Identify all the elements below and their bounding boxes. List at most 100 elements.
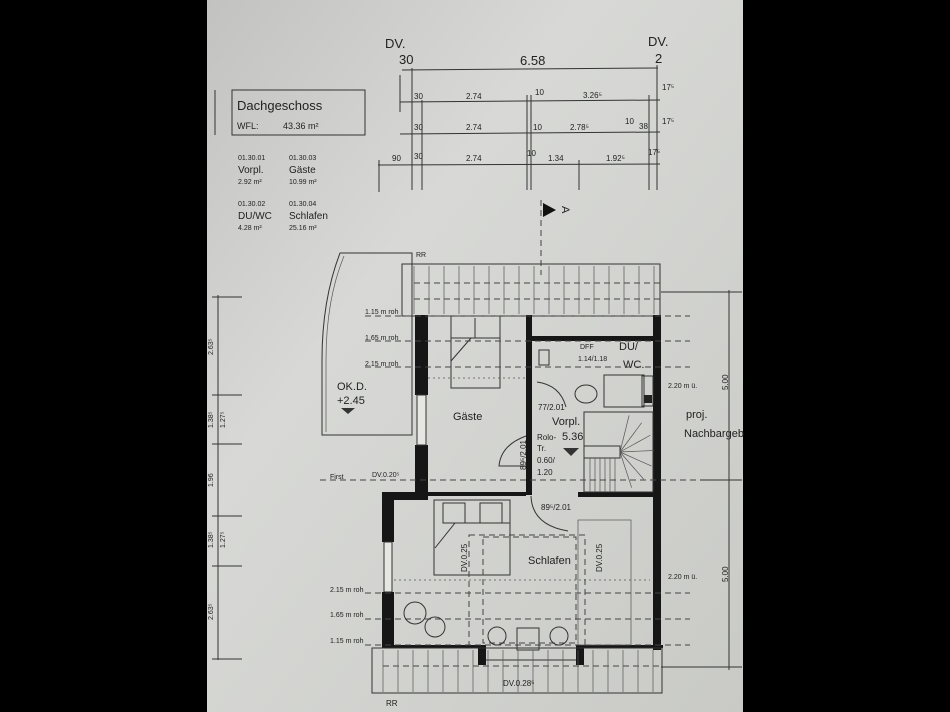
okd-label: OK.D. <box>337 381 367 393</box>
stair-tread <box>619 451 644 480</box>
room-area: 25.16 m² <box>289 225 317 232</box>
chair-icon <box>487 626 507 646</box>
chair-icon <box>549 626 569 646</box>
dim-label: 2.74 <box>466 92 482 101</box>
shower-icon <box>603 374 645 408</box>
right-dimensions: 5.00 5.00 <box>661 290 742 670</box>
dv-label: DV.0.25 <box>595 543 604 572</box>
dim-label: 1.27⁵ <box>220 531 227 548</box>
room-name: Vorpl. <box>238 165 264 176</box>
rolo-label: 0.60/ <box>537 456 556 465</box>
dv-label: DV.0.28⁵ <box>503 679 535 688</box>
stair-tread <box>619 450 654 453</box>
top-dimensions: DV. 30 6.58 DV. 2 30 2.74 10 3.26⁵ 17⁵ 3… <box>377 34 674 192</box>
dim-label: 90 <box>392 154 401 163</box>
room-name: Gäste <box>289 165 316 176</box>
dim-label: 30 <box>399 52 413 67</box>
dim-label: 5.00 <box>721 566 730 582</box>
dim-label: 2.74 <box>466 154 482 163</box>
dim-label: 38 <box>639 122 648 131</box>
schlafen-room: 89⁵/2.01 Schlafen DV.0.25 DV.0.25 <box>403 495 632 651</box>
room-label-gaeste: Gäste <box>453 411 482 423</box>
room-name: DU/WC <box>238 211 272 222</box>
wc-label: WC. <box>623 359 644 371</box>
dv-label: DV.0.25 <box>460 543 469 572</box>
room-id: 01.30.02 <box>238 201 265 208</box>
section-marker: A <box>540 200 571 275</box>
dim-label: 30 <box>414 152 423 161</box>
dim-label: 1.27⁵ <box>220 411 227 428</box>
plant-icon <box>403 601 427 625</box>
room-name: Schlafen <box>289 211 328 222</box>
washbasin-icon <box>574 384 598 404</box>
stair-tread <box>619 434 651 453</box>
dim-label: 2.74 <box>466 123 482 132</box>
room-id: 01.30.01 <box>238 155 265 162</box>
dim-label: 1.38⁵ <box>208 411 215 428</box>
dim-label: 1.38⁵ <box>208 531 215 548</box>
height-label: 1.65 m roh <box>330 612 364 619</box>
dim-label: 2.63⁵ <box>208 338 215 355</box>
dim-label: DV. <box>648 34 668 49</box>
dim-label: 2.63⁵ <box>208 603 215 620</box>
left-balcony: OK.D. +2.45 <box>321 252 413 436</box>
dim-label: 30 <box>414 92 423 101</box>
dff-label: DFF <box>580 344 594 351</box>
room-id: 01.30.03 <box>289 155 316 162</box>
room-list: 01.30.01 Vorpl. 2.92 m² 01.30.03 Gäste 1… <box>238 155 328 232</box>
du-label: DU/ <box>619 341 639 353</box>
room-label-vorpl: Vorpl. <box>552 416 580 428</box>
dim-label: 10 <box>533 123 542 132</box>
level-value: 5.36 <box>562 431 583 443</box>
height-lines: 1.15 m roh 1.65 m roh 2.15 m roh First D… <box>320 309 744 646</box>
dim-label: 2 <box>655 51 662 66</box>
door-swing <box>498 435 527 467</box>
dim-label: 10 <box>625 117 634 126</box>
section-arrow-icon <box>543 203 556 217</box>
height-label: 2.15 m roh <box>365 361 399 368</box>
height-label: 2.15 m roh <box>330 587 364 594</box>
rolo-label: 1.20 <box>537 468 553 477</box>
toilet-icon <box>538 349 550 366</box>
room-area: 4.28 m² <box>238 225 262 232</box>
wfl-label: WFL: <box>237 121 259 131</box>
rr-label: RR <box>386 699 398 708</box>
dim-label: 30 <box>414 123 423 132</box>
room-area: 10.99 m² <box>289 179 317 186</box>
dim-label: 1.96 <box>208 473 215 487</box>
wfl-value: 43.36 m² <box>283 121 319 131</box>
vorplatz: Vorpl. Rolo- Tr. 0.60/ 1.20 5.36 89⁵/2.0… <box>498 416 583 477</box>
door-label: 89⁵/2.01 <box>541 503 572 512</box>
rr-label: RR <box>416 252 426 259</box>
dim-label: 1.92⁵ <box>606 154 625 163</box>
dim-label: 1.34 <box>548 154 564 163</box>
staircase <box>583 411 654 493</box>
dim-label: 6.58 <box>520 53 545 68</box>
height-label: 2.20 m ü. <box>668 574 697 581</box>
dim-label: 3.26⁵ <box>583 91 602 100</box>
rolo-label: Rolo- <box>537 433 556 442</box>
plant-icon <box>424 616 446 638</box>
stair-tread <box>619 415 630 453</box>
door-label: 89⁵/2.01 <box>519 439 528 470</box>
dim-label: DV. <box>385 36 405 51</box>
room-label-schlafen: Schlafen <box>528 555 571 567</box>
dim-label: 2.78⁵ <box>570 123 589 132</box>
height-label: 1.15 m roh <box>330 638 364 645</box>
height-label: 2.20 m ü. <box>668 383 697 390</box>
height-label: 1.65 m roh <box>365 335 399 342</box>
dim-label: 10 <box>535 88 544 97</box>
left-dimensions: 2.63⁵ 1.38⁵ 1.27⁵ 1.96 1.38⁵ 1.27⁵ 2.63⁵ <box>208 295 242 660</box>
room-id: 01.30.04 <box>289 201 316 208</box>
plan-title: Dachgeschoss <box>237 98 323 113</box>
door-label: 77/2.01 <box>538 403 565 412</box>
neighbour-label: Nachbargeb <box>684 428 744 440</box>
dff-size: 1.14/1.18 <box>578 356 607 363</box>
table-icon <box>516 627 540 651</box>
height-label: 1.15 m roh <box>365 309 399 316</box>
dim-label: 17⁵ <box>662 83 674 92</box>
bathroom: DFF 1.14/1.18 DU/ WC. 77/2.01 <box>536 341 654 412</box>
roof-bottom: DV.0.28⁵ RR <box>371 647 663 708</box>
room-area: 2.92 m² <box>238 179 262 186</box>
